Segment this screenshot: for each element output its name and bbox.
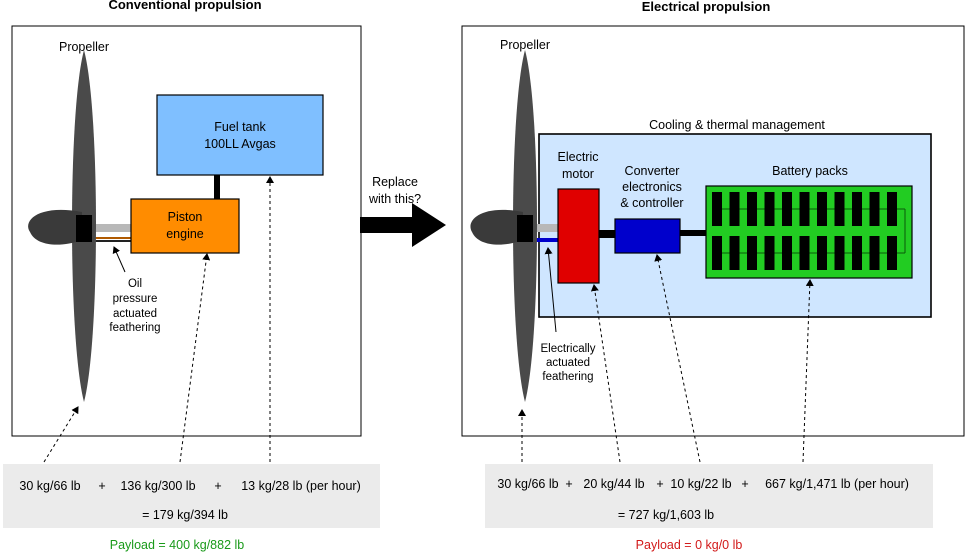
battery-cell xyxy=(834,192,845,226)
electrical-propeller-label: Propeller xyxy=(500,38,550,52)
battery-cell xyxy=(852,192,862,226)
piston-engine-label-2: engine xyxy=(166,227,204,241)
battery-cell xyxy=(869,192,880,226)
fuel-mass: 13 kg/28 lb (per hour) xyxy=(241,479,361,493)
battery-cell xyxy=(817,236,827,270)
electrical-total-mass: = 727 kg/1,603 lb xyxy=(618,508,714,522)
converter-electronics xyxy=(614,218,681,254)
electrical-payload: Payload = 0 kg/0 lb xyxy=(636,538,743,552)
conventional-total-mass: = 179 kg/394 lb xyxy=(142,508,228,522)
electrical-propeller-mass: 30 kg/66 lb xyxy=(497,477,558,491)
electric-motor-label-1: Electric xyxy=(558,150,599,164)
conventional-propeller-label: Propeller xyxy=(59,40,109,54)
converter-mass-pointer xyxy=(654,254,701,463)
battery-cell xyxy=(712,192,722,226)
oil-feathering-label-4: feathering xyxy=(109,322,160,334)
piston-engine xyxy=(130,198,240,254)
electrical-mass-summary xyxy=(485,464,933,528)
electrical-plus-3: + xyxy=(741,477,748,491)
conventional-prop-shaft xyxy=(93,224,131,232)
battery-cell xyxy=(782,192,792,226)
electrical-prop-shaft xyxy=(532,224,558,232)
battery-cell xyxy=(764,236,775,270)
battery-cell xyxy=(712,236,722,270)
converter-battery-link xyxy=(680,230,706,236)
replace-arrow xyxy=(360,203,446,247)
conventional-plus-2: + xyxy=(214,479,221,493)
electrical-plus-2: + xyxy=(656,477,663,491)
cooling-label: Cooling & thermal management xyxy=(649,118,825,132)
fuel-line xyxy=(214,175,220,199)
electric-feathering-label-1: Electrically xyxy=(541,343,596,355)
converter-label-3: & controller xyxy=(620,196,683,210)
converter-label-2: electronics xyxy=(622,180,682,194)
oil-feathering-label-1: Oil xyxy=(128,278,142,290)
conventional-plus-1: + xyxy=(98,479,105,493)
electric-motor-label-2: motor xyxy=(562,167,594,181)
battery-cell xyxy=(729,236,740,270)
piston-engine-label-1: Piston xyxy=(168,210,203,224)
battery-mass: 667 kg/1,471 lb (per hour) xyxy=(765,477,909,491)
conventional-propeller-mass-pointer xyxy=(43,406,79,463)
conventional-payload: Payload = 400 kg/882 lb xyxy=(110,538,245,552)
battery-cell xyxy=(887,236,897,270)
battery-cell xyxy=(747,236,757,270)
electric-feathering-label-3: feathering xyxy=(542,371,593,383)
electrical-propeller xyxy=(470,50,537,402)
motor-converter-link xyxy=(599,230,615,238)
conventional-propeller xyxy=(28,50,96,402)
oil-feathering-label-3: actuated xyxy=(113,308,157,320)
converter-label-1: Converter xyxy=(625,164,680,178)
fuel-tank-label-2: 100LL Avgas xyxy=(204,137,276,151)
battery-cell xyxy=(834,236,845,270)
battery-cell xyxy=(782,236,792,270)
converter-mass: 10 kg/22 lb xyxy=(670,477,731,491)
battery-cell xyxy=(747,192,757,226)
battery-packs-label: Battery packs xyxy=(772,164,848,178)
battery-cell xyxy=(869,236,880,270)
motor-mass: 20 kg/44 lb xyxy=(583,477,644,491)
battery-cells xyxy=(712,192,897,270)
engine-mass-pointer xyxy=(179,253,211,463)
electric-feathering-pointer xyxy=(544,247,557,333)
electrical-plus-1: + xyxy=(565,477,572,491)
replace-label-1: Replace xyxy=(372,175,418,189)
electrical-title: Electrical propulsion xyxy=(642,0,771,14)
fuel-tank xyxy=(156,94,324,176)
fuel-tank-label-1: Fuel tank xyxy=(214,120,266,134)
conventional-propeller-mass: 30 kg/66 lb xyxy=(19,479,80,493)
oil-feathering-pointer xyxy=(112,246,126,273)
oil-feathering-label-2: pressure xyxy=(113,293,158,305)
battery-cell xyxy=(852,236,862,270)
battery-cell xyxy=(817,192,827,226)
conventional-mass-summary xyxy=(3,464,380,528)
battery-cell xyxy=(764,192,775,226)
battery-mass-pointer xyxy=(802,279,814,463)
engine-mass: 136 kg/300 lb xyxy=(120,479,195,493)
battery-cell xyxy=(729,192,740,226)
conventional-title: Conventional propulsion xyxy=(108,0,261,12)
battery-cell xyxy=(799,236,810,270)
electric-feathering-label-2: actuated xyxy=(546,357,590,369)
battery-cell xyxy=(799,192,810,226)
battery-cell xyxy=(887,192,897,226)
replace-label-2: with this? xyxy=(368,192,421,206)
electric-motor xyxy=(557,188,600,284)
